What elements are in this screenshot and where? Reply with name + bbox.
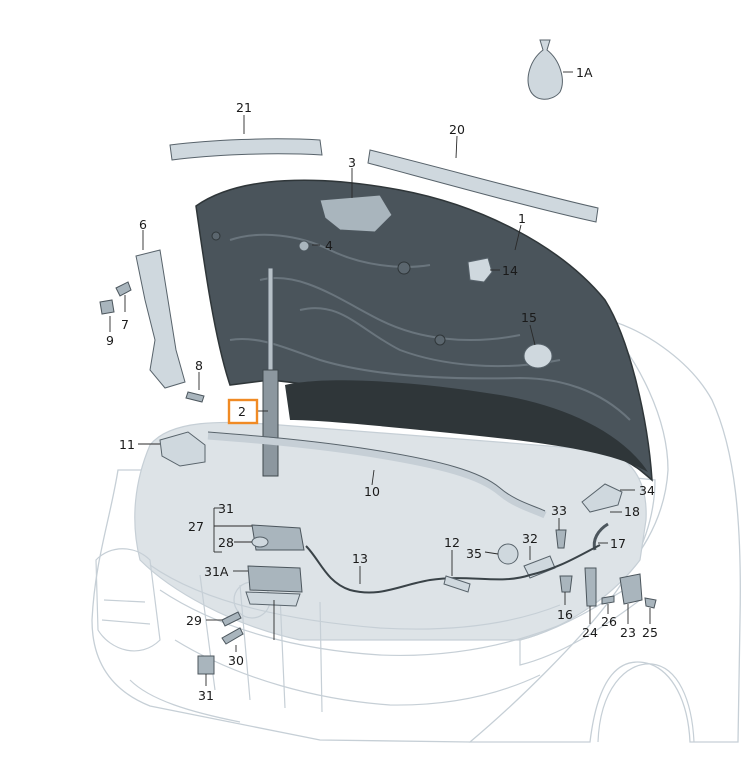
part-20-seal [367,149,599,223]
label-1: 1 [518,211,526,226]
part-25 [644,597,657,609]
label-29: 29 [186,613,202,628]
part-11-bracket [159,431,206,467]
highlight-box-2 [227,398,259,425]
part-6-hinge [135,249,186,389]
part-34-bracket [581,483,623,513]
label-7: 7 [121,317,129,332]
part-31-latch-base [245,591,301,607]
label-17: 17 [610,536,626,551]
label-20: 20 [449,122,465,137]
part-33-clip [555,529,567,549]
label-10: 10 [364,484,380,499]
part-13-cable [305,544,601,594]
label-24: 24 [582,625,598,640]
label-6: 6 [139,217,147,232]
label-14: 14 [502,263,518,278]
label-16: 16 [557,607,573,622]
label-21: 21 [236,100,252,115]
label-27: 27 [188,519,204,534]
hood [195,179,653,482]
part-4-bolt [298,240,310,252]
part-3-lock [319,194,393,233]
label-31A: 31A [204,564,229,579]
label-30: 30 [228,653,244,668]
part-14-stop [467,257,493,283]
label-32: 32 [522,531,538,546]
label-9: 9 [106,333,114,348]
part-1A-bag [527,39,563,100]
label-15: 15 [521,310,537,325]
label-2: 2 [238,404,246,419]
part-24 [584,567,597,607]
part-12-lever [443,575,471,593]
part-26 [601,595,615,605]
part-2-strut-rod [267,267,274,373]
label-33: 33 [551,503,567,518]
label-35: 35 [466,546,482,561]
part-9-nut [99,299,115,315]
part-30-bolt [221,627,244,645]
label-1A: 1A [576,65,593,80]
label-18: 18 [624,504,640,519]
callout-labels: 1A 21 20 3 1 6 4 14 7 9 15 8 2 11 10 34 … [106,65,658,703]
part-35-cap [497,543,519,565]
part-10-seal [207,432,547,519]
label-4: 4 [325,238,333,253]
label-26: 26 [601,614,617,629]
label-12: 12 [444,535,460,550]
part-28-grommet [251,536,269,548]
label-31-bottom: 31 [198,688,214,703]
part-31-nut [197,655,215,675]
label-31-top: 31 [218,501,234,516]
label-13: 13 [352,551,368,566]
label-3: 3 [348,155,356,170]
part-15-grommet [523,343,553,369]
leader-lines [109,71,651,686]
part-16 [559,575,573,593]
part-2-strut-body [262,369,279,477]
part-8-bolt [185,391,205,403]
part-21-seal [169,138,323,161]
part-7-bolt [115,281,132,297]
label-11: 11 [119,437,135,452]
part-29-bolt [221,611,242,627]
part-23 [619,573,643,605]
label-28: 28 [218,535,234,550]
label-8: 8 [195,358,203,373]
label-25: 25 [642,625,658,640]
part-31A-latch [247,565,303,593]
label-23: 23 [620,625,636,640]
label-34: 34 [639,483,655,498]
